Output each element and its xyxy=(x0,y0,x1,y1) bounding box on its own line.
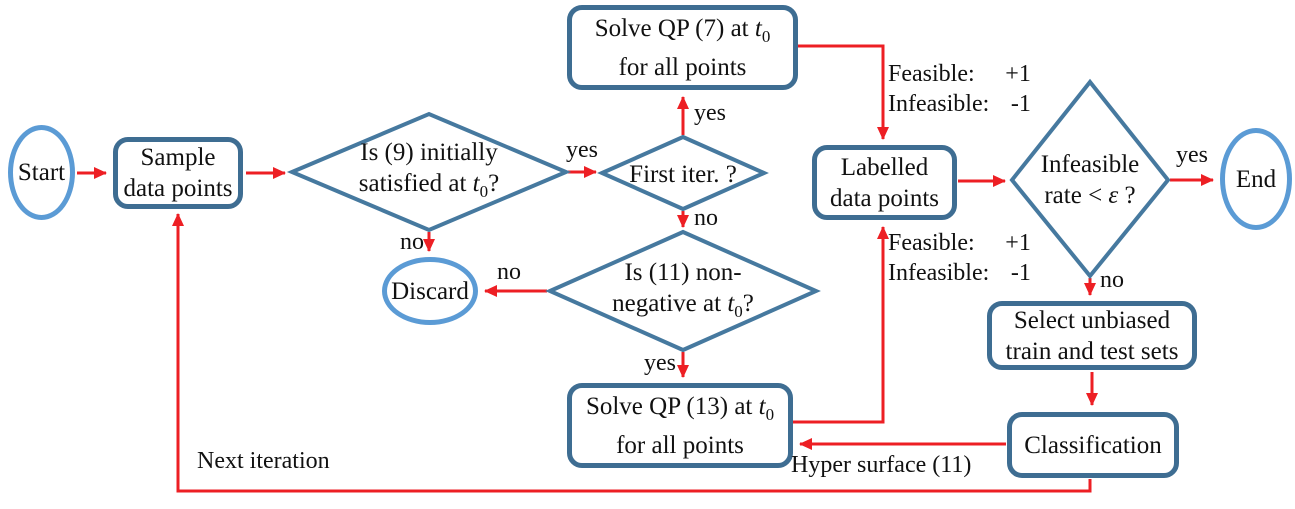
cond-nonneg-text: Is (11) non- negative at t0? xyxy=(563,259,803,327)
solve-qp7-var: t xyxy=(754,14,762,42)
arrow-solve-qp7-to-labelled xyxy=(798,44,889,140)
labelled-line1: Labelled xyxy=(840,153,929,181)
edge-label-no-cond-rate: no xyxy=(1100,267,1124,293)
discard-label: Discard xyxy=(391,277,469,305)
edge-label-yes-cond-rate: yes xyxy=(1176,142,1208,168)
cond-initial-post: ? xyxy=(488,170,500,197)
classification-label: Classification xyxy=(1024,431,1162,459)
end-terminal: End xyxy=(1220,128,1292,230)
edge-label-yes-cond-nonneg: yes xyxy=(644,350,676,376)
discard-terminal: Discard xyxy=(382,257,478,325)
cond-initial-text2: satisfied at xyxy=(358,170,473,197)
solve-qp13-sub: 0 xyxy=(765,404,775,424)
feasible-legend-bottom: Feasible: +1 Infeasible: -1 xyxy=(888,228,1031,288)
labelled-data-points-box: Labelled data points xyxy=(812,145,957,220)
edge-label-yes-first-iter: yes xyxy=(694,100,726,126)
solve-qp7-box: Solve QP (7) at t0 for all points xyxy=(567,5,798,90)
sample-data-points-box: Sample data points xyxy=(113,137,243,209)
sample-line1: Sample xyxy=(140,144,216,171)
edge-label-yes-cond-initial: yes xyxy=(566,137,598,163)
edge-label-hyper-surface: Hyper surface (11) xyxy=(791,452,972,478)
edge-label-next-iteration: Next iteration xyxy=(197,448,330,474)
cond-rate-line1: Infeasible xyxy=(1040,151,1140,178)
start-label: Start xyxy=(17,159,66,186)
decision-cond-nonneg xyxy=(545,229,821,353)
decision-cond-rate xyxy=(1009,78,1171,280)
select-line2: train and test sets xyxy=(1005,337,1179,365)
feasible-bottom-row2-value: -1 xyxy=(1010,260,1031,286)
cond-rate-line2: rate < ε ? xyxy=(1044,180,1135,211)
feasible-top-row2-value: -1 xyxy=(1010,91,1031,117)
first-iter-label: First iter. ? xyxy=(629,160,737,188)
cond-nonneg-sub: 0 xyxy=(734,302,743,321)
cond-rate-var: ε xyxy=(1108,182,1119,209)
cond-rate-post: ? xyxy=(1118,182,1136,209)
solve-qp13-line2: for all points xyxy=(616,431,744,459)
cond-nonneg-text2: negative at xyxy=(612,290,728,317)
cond-initial-line2: satisfied at t0? xyxy=(359,168,499,207)
cond-rate-text2: rate < xyxy=(1044,182,1109,209)
cond-nonneg-line1: Is (11) non- xyxy=(624,259,742,286)
classification-box: Classification xyxy=(1007,412,1179,478)
arrow-next-iteration-loop xyxy=(172,213,1092,493)
select-sets-box: Select unbiased train and test sets xyxy=(987,301,1197,370)
solve-qp7-line2: for all points xyxy=(618,53,747,81)
edge-label-no-cond-nonneg: no xyxy=(497,259,521,285)
cond-initial-text: Is (9) initially satisfied at t0? xyxy=(309,139,549,207)
edge-label-no-cond-initial: no xyxy=(400,229,424,255)
cond-initial-sub: 0 xyxy=(479,182,489,201)
cond-initial-var: t xyxy=(472,170,480,197)
feasible-legend-top: Feasible: +1 Infeasible: -1 xyxy=(888,59,1031,119)
edge-label-no-first-iter: no xyxy=(694,205,718,231)
solve-qp13-var: t xyxy=(758,392,766,420)
solve-qp7-sub: 0 xyxy=(761,26,771,46)
feasible-bottom-row1-label: Feasible: xyxy=(888,230,975,256)
feasible-top-row1-value: +1 xyxy=(1005,61,1031,87)
arrow-solve-qp13-to-labelled xyxy=(793,226,889,424)
solve-qp13-text: Solve QP (13) at xyxy=(585,392,759,420)
solve-qp13-line1: Solve QP (13) at t0 xyxy=(586,391,774,430)
solve-qp7-line1: Solve QP (7) at t0 xyxy=(595,13,771,52)
end-label: End xyxy=(1235,165,1277,193)
feasible-top-row2-label: Infeasible: xyxy=(888,91,990,117)
select-line1: Select unbiased xyxy=(1013,306,1171,334)
cond-nonneg-line2: negative at t0? xyxy=(612,288,754,327)
feasible-bottom-row1-value: +1 xyxy=(1005,230,1031,256)
decision-first-iter xyxy=(597,134,769,212)
cond-nonneg-post: ? xyxy=(742,290,754,317)
solve-qp7-text: Solve QP (7) at xyxy=(594,14,755,42)
cond-initial-line1: Is (9) initially xyxy=(360,139,498,166)
cond-nonneg-var: t xyxy=(727,290,735,317)
feasible-top-row1-label: Feasible: xyxy=(888,61,975,87)
sample-line2: data points xyxy=(123,175,233,202)
decision-cond-initial xyxy=(286,111,572,233)
cond-rate-text: Infeasible rate < ε ? xyxy=(1015,148,1165,212)
solve-qp13-box: Solve QP (13) at t0 for all points xyxy=(567,383,793,468)
first-iter-text: First iter. ? xyxy=(603,159,763,189)
labelled-line2: data points xyxy=(829,184,939,212)
feasible-bottom-row2-label: Infeasible: xyxy=(888,260,990,286)
start-terminal: Start xyxy=(8,125,75,220)
